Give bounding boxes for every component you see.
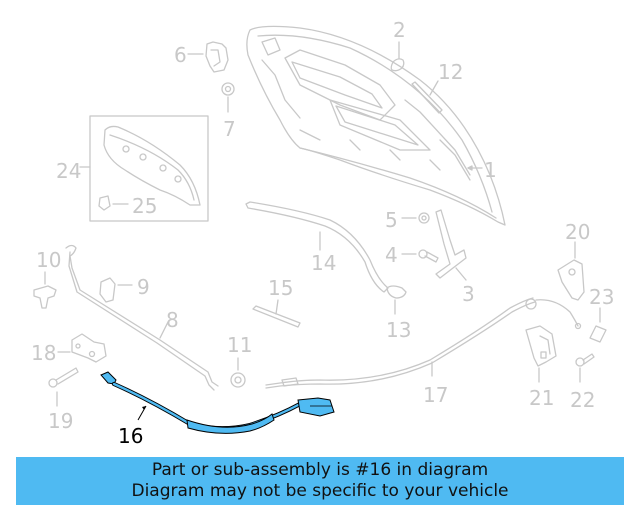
highlighted-cable-part-16[interactable] xyxy=(100,371,335,434)
clip-part-13[interactable] xyxy=(386,285,407,315)
latch-part-18[interactable] xyxy=(57,333,107,363)
arrow-head xyxy=(467,165,473,171)
callout-14[interactable]: 14 xyxy=(311,251,337,275)
callout-9[interactable]: 9 xyxy=(137,275,150,299)
bracket-part-10[interactable] xyxy=(33,271,57,309)
hood-part-1[interactable] xyxy=(246,25,506,226)
cable-part-17[interactable] xyxy=(265,297,582,389)
banner-line-disclaimer: Diagram may not be specific to your vehi… xyxy=(131,481,509,501)
callout-6[interactable]: 6 xyxy=(174,43,187,67)
callout-23[interactable]: 23 xyxy=(589,285,615,309)
callout-2[interactable]: 2 xyxy=(393,18,406,42)
callout-4[interactable]: 4 xyxy=(385,243,398,267)
insulator-part-24[interactable] xyxy=(79,115,209,222)
screw-part-22[interactable] xyxy=(575,353,595,383)
clip-part-23[interactable] xyxy=(589,307,607,343)
callout-18[interactable]: 18 xyxy=(31,341,57,365)
callout-10[interactable]: 10 xyxy=(36,248,62,272)
callout-15[interactable]: 15 xyxy=(268,276,294,300)
callout-3[interactable]: 3 xyxy=(462,282,475,306)
callout-12[interactable]: 12 xyxy=(438,60,464,84)
nut-part-7[interactable] xyxy=(221,82,235,113)
callout-19[interactable]: 19 xyxy=(48,409,74,433)
grommet-part-11[interactable] xyxy=(230,357,246,388)
nut-part-5[interactable] xyxy=(401,212,430,224)
callout-13[interactable]: 13 xyxy=(386,318,412,342)
clip-part-25[interactable] xyxy=(98,195,129,211)
callout-22[interactable]: 22 xyxy=(570,388,596,412)
bolt-part-19[interactable] xyxy=(48,367,79,407)
callout-7[interactable]: 7 xyxy=(223,117,236,141)
clip-part-6[interactable] xyxy=(187,41,229,73)
callout-24[interactable]: 24 xyxy=(56,159,82,183)
banner-line-part-number: Part or sub-assembly is #16 in diagram xyxy=(151,460,489,480)
callout-16-highlighted[interactable]: 16 xyxy=(118,424,144,448)
release-rod-part-8[interactable] xyxy=(65,244,219,391)
callout-5[interactable]: 5 xyxy=(385,208,398,232)
bracket-part-20[interactable] xyxy=(557,241,585,301)
callout-11[interactable]: 11 xyxy=(227,333,253,357)
callout-20[interactable]: 20 xyxy=(565,220,591,244)
info-banner: Part or sub-assembly is #16 in diagram D… xyxy=(16,457,624,505)
callout-17[interactable]: 17 xyxy=(423,383,449,407)
callout-1[interactable]: 1 xyxy=(484,158,497,182)
bracket-part-21[interactable] xyxy=(525,325,557,383)
callout-25[interactable]: 25 xyxy=(132,194,158,218)
seal-strip-part-12[interactable] xyxy=(411,80,443,114)
callout-21[interactable]: 21 xyxy=(529,386,555,410)
bolt-part-4[interactable] xyxy=(401,249,439,263)
clip-part-9[interactable] xyxy=(99,277,133,303)
seal-part-15[interactable] xyxy=(252,299,301,328)
callout-8[interactable]: 8 xyxy=(166,308,179,332)
bump-stop-part-2[interactable] xyxy=(390,41,405,72)
hinge-bracket-part-3[interactable] xyxy=(435,209,467,281)
